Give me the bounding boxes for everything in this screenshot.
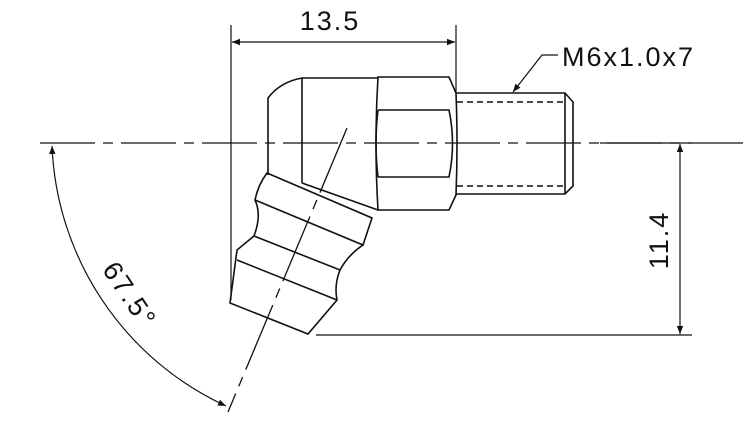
- hex-nut: [375, 76, 458, 211]
- angled-centerline: [227, 127, 348, 413]
- thread-callout-label: M6x1.0x7: [562, 42, 695, 72]
- width-dimension-label: 13.5: [300, 6, 361, 36]
- angle-dimension-label: 67.5°: [97, 256, 163, 334]
- male-thread: [456, 92, 574, 195]
- height-dimension-label: 11.4: [644, 211, 674, 270]
- thread-leader-line: [512, 54, 558, 93]
- angled-hose-fitting: [229, 172, 373, 335]
- angle-dimension-arc: [49, 145, 227, 407]
- elbow-body: [267, 77, 379, 211]
